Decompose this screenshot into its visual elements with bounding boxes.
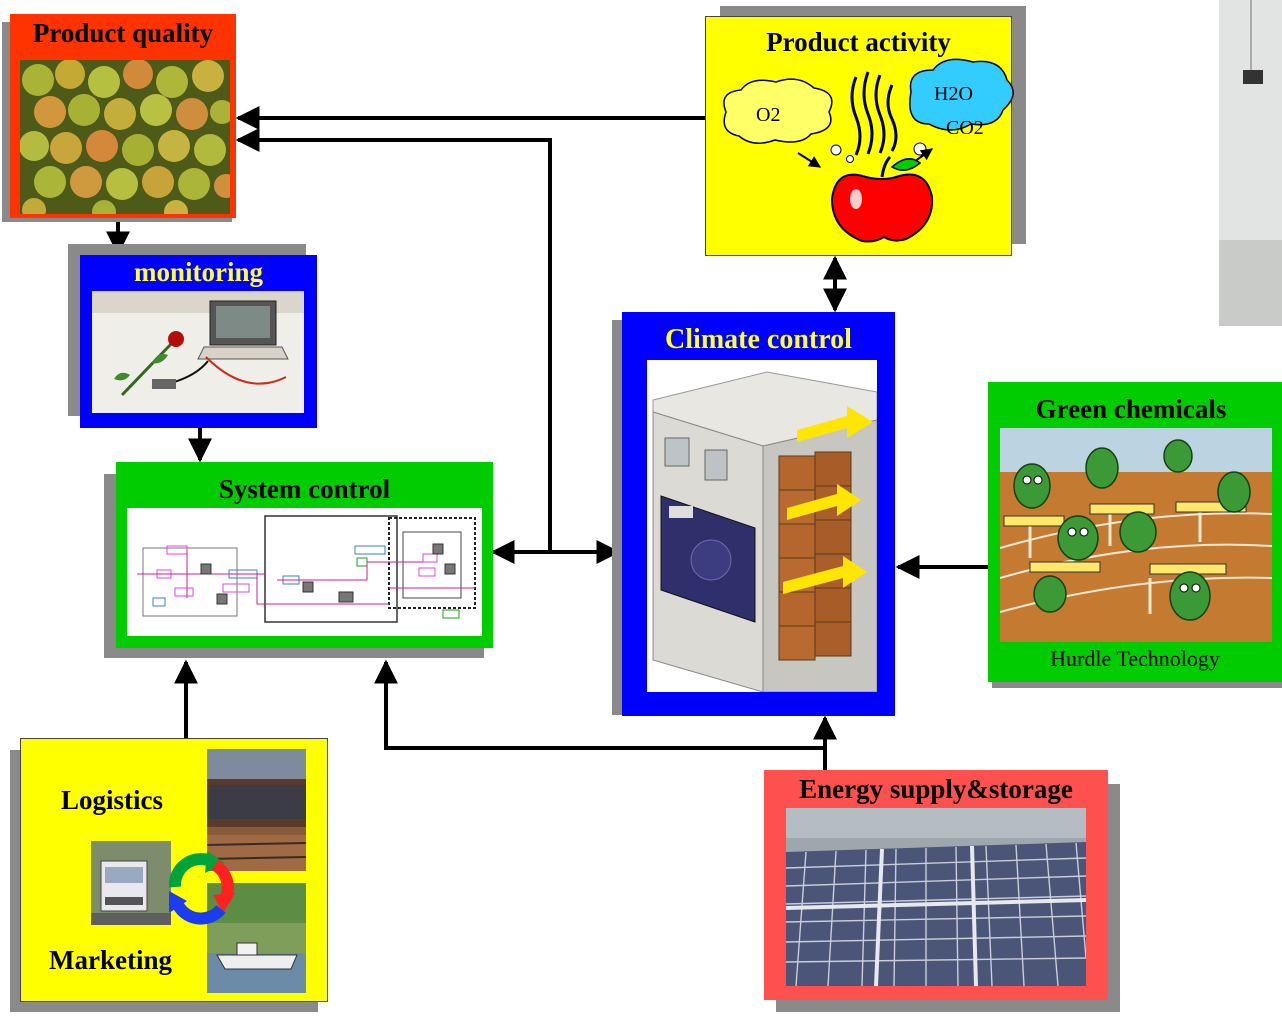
respiration-illustration: [723, 58, 1014, 243]
monitoring-title: monitoring: [133, 257, 263, 287]
arrow-system-to-quality: [235, 128, 552, 552]
doorway-photo-fragment: [1219, 0, 1282, 326]
pears-photo: [20, 60, 230, 214]
germ-characters: [1013, 439, 1251, 621]
laptop-icon: [197, 300, 289, 360]
system-control-box: System control: [116, 462, 493, 648]
airflow-arrows: [783, 406, 873, 594]
apple-icon: [830, 155, 934, 243]
hurdle-technology-caption: Hurdle Technology: [1050, 646, 1220, 671]
container-photo: [647, 360, 877, 692]
climate-control-box: Climate control: [622, 312, 895, 716]
product-quality-box: Product quality: [10, 14, 236, 218]
exit-sign-icon: [1243, 70, 1263, 84]
cycle-arrows-icon: [168, 851, 235, 925]
logistics-title: Logistics: [61, 785, 164, 815]
pear-pile: [20, 60, 230, 214]
rose-icon: [114, 331, 184, 397]
energy-title: Energy supply&storage: [799, 774, 1073, 804]
h2o-co2-cloud-icon: [909, 58, 1014, 131]
co2-label: CO2: [946, 117, 984, 139]
o2-cloud-icon: [723, 78, 833, 144]
marketing-title: Marketing: [49, 945, 172, 975]
vent-icon: [664, 437, 690, 467]
green-chemicals-box: Green chemicals: [988, 382, 1282, 682]
system-control-title: System control: [218, 474, 391, 504]
hurdle-cartoon: [1000, 428, 1272, 642]
energy-box: Energy supply&storage: [764, 770, 1108, 1000]
monitoring-photo: [92, 291, 304, 413]
cargo-boxes: [778, 451, 852, 661]
climate-control-title: Climate control: [665, 324, 852, 355]
logistics-box: Logistics Marketing: [20, 738, 328, 1002]
solar-panels-photo: [786, 808, 1086, 986]
product-activity-title: Product activity: [766, 27, 951, 57]
monitoring-box: monitoring: [80, 255, 317, 428]
o2-label: O2: [756, 104, 781, 126]
arrow-energy-to-system: [374, 659, 825, 750]
block-diagram-screenshot: [127, 508, 482, 636]
truck-photo: [91, 841, 171, 925]
product-quality-title: Product quality: [32, 18, 214, 48]
h2o-label: H2O: [934, 83, 973, 105]
green-chemicals-title: Green chemicals: [1035, 394, 1227, 424]
product-activity-box: Product activity O2 H2O CO2: [705, 16, 1014, 256]
